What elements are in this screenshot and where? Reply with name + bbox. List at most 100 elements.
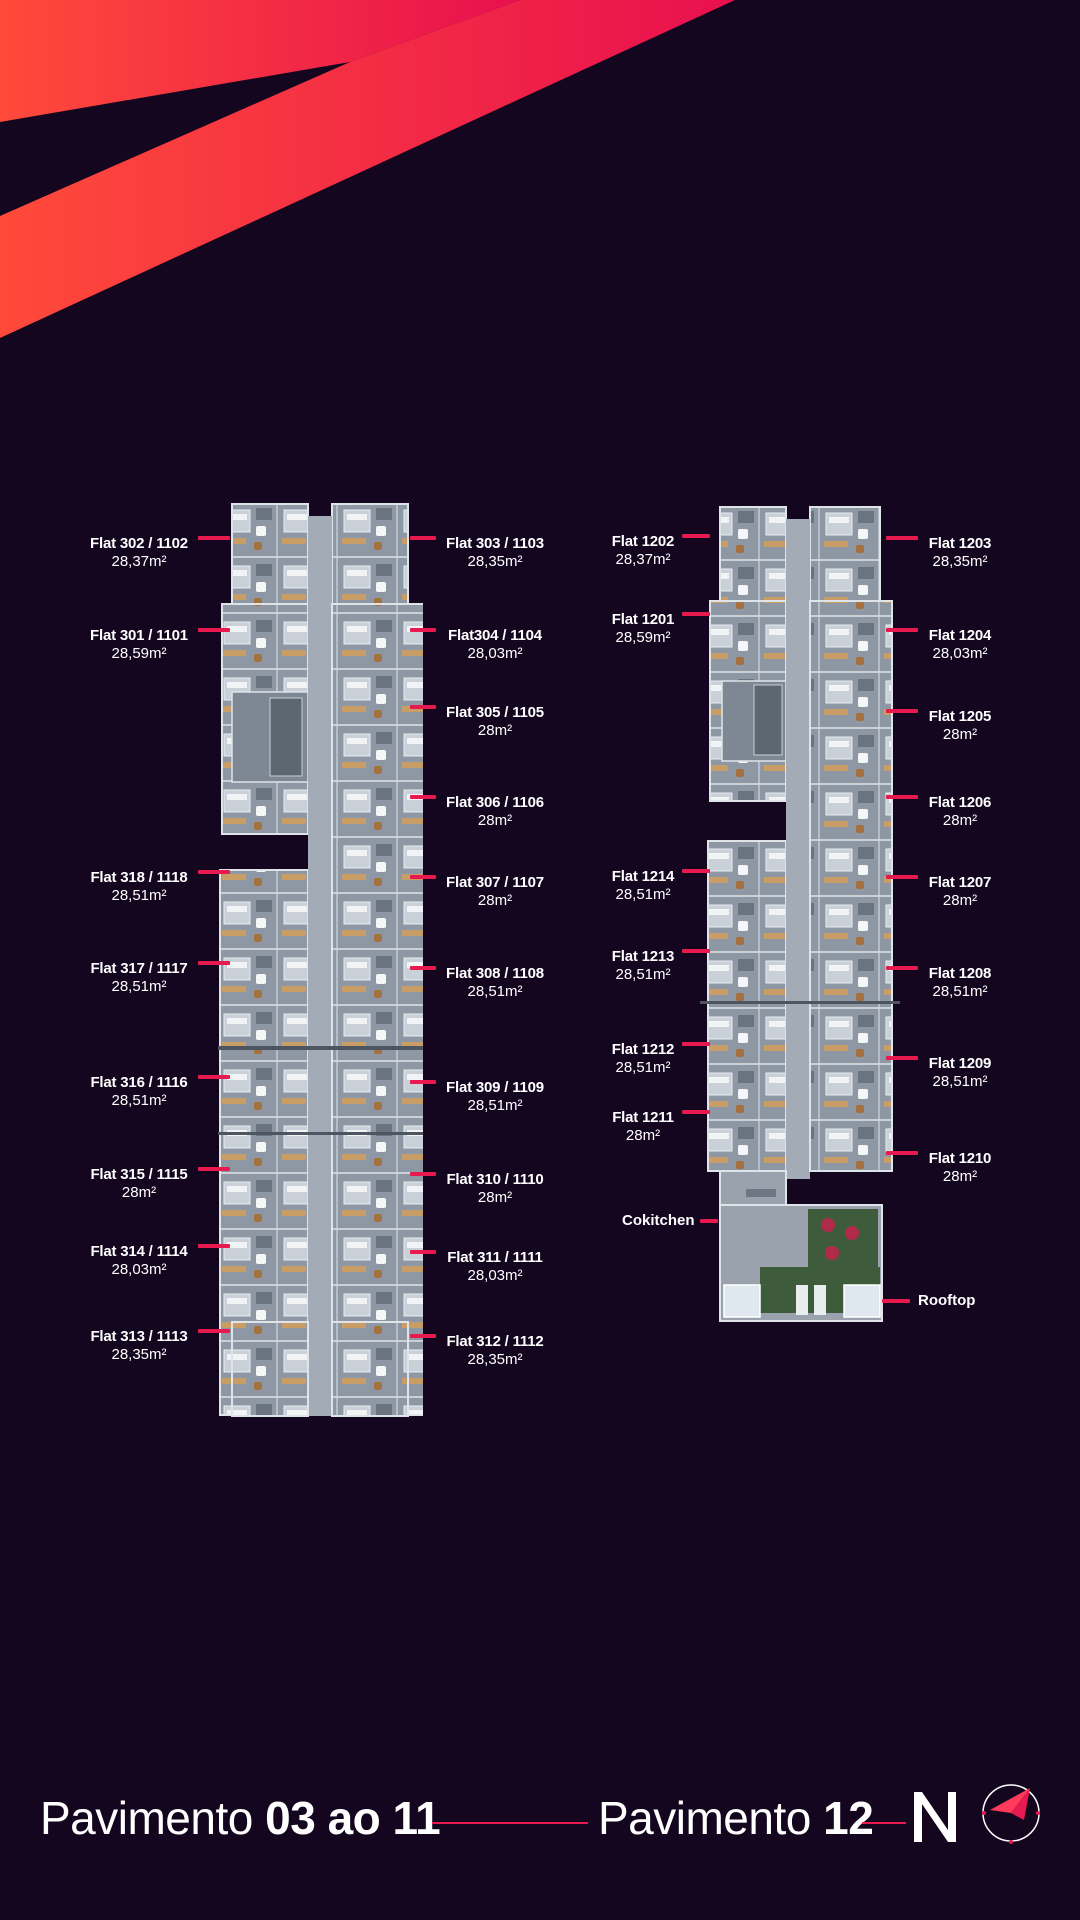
floor-plan-b xyxy=(700,505,900,1325)
flat-area: 28,03m² xyxy=(111,1261,167,1278)
floor-b-left-tick-4 xyxy=(682,1042,710,1046)
flat-area: 28,35m² xyxy=(111,1346,167,1363)
floor-a-left-tick-6 xyxy=(198,1244,230,1248)
flat-area: 28m² xyxy=(477,722,513,739)
flat-area: 28m² xyxy=(942,1168,978,1185)
floor-a-right-tick-7 xyxy=(410,1172,436,1176)
flat-name: Flat 1214 xyxy=(611,868,675,885)
flat-area: 28,03m² xyxy=(467,1267,523,1284)
footer-floor-b-number: 12 xyxy=(823,1792,874,1844)
flat-name: Flat 310 / 1110 xyxy=(446,1171,544,1188)
flat-name: Flat 1210 xyxy=(928,1150,992,1167)
banner-arrow-graphic xyxy=(0,0,735,338)
floor-b-left-tick-5 xyxy=(682,1110,710,1114)
flat-area: 28,35m² xyxy=(932,553,988,570)
flat-name: Flat 305 / 1105 xyxy=(446,704,544,721)
banner-arrow-upper xyxy=(0,0,520,122)
flat-area: 28,03m² xyxy=(932,645,988,662)
flat-area: 28,37m² xyxy=(111,553,167,570)
floor-a-right-tick-5 xyxy=(410,966,436,970)
flat-area: 28m² xyxy=(625,1127,661,1144)
flat-name: Flat 1206 xyxy=(928,794,992,811)
flat-area: 28m² xyxy=(942,726,978,743)
cokitchen-label: Cokitchen xyxy=(622,1212,695,1229)
flat-area: 28,35m² xyxy=(467,553,523,570)
footer-floor-b-prefix: Pavimento xyxy=(598,1792,824,1844)
flat-area: 28m² xyxy=(477,1189,513,1206)
flat-area: 28m² xyxy=(477,892,513,909)
flat-name: Flat 314 / 1114 xyxy=(90,1243,188,1260)
floor-plan-a xyxy=(218,502,423,1418)
floor-b-right-tick-0 xyxy=(886,536,918,540)
flat-name: Flat 302 / 1102 xyxy=(90,535,188,552)
flat-name: Flat 311 / 1111 xyxy=(447,1249,543,1266)
flat-area: 28,51m² xyxy=(111,1092,167,1109)
flat-name: Flat 313 / 1113 xyxy=(90,1328,188,1345)
flat-name: Flat 318 / 1118 xyxy=(90,869,188,886)
flat-name: Flat 315 / 1115 xyxy=(90,1166,188,1183)
n-logo-icon xyxy=(914,1792,956,1842)
flat-name: Flat304 / 1104 xyxy=(448,627,542,644)
floor-b-right-tick-1 xyxy=(886,628,918,632)
flat-name: Flat 1202 xyxy=(611,533,675,550)
floor-b-left-tick-0 xyxy=(682,534,710,538)
flat-area: 28m² xyxy=(942,812,978,829)
floor-a-left-tick-2 xyxy=(198,870,230,874)
floor-b-left-tick-3 xyxy=(682,949,710,953)
floor-a-right-tick-1 xyxy=(410,628,436,632)
floor-a-right-tick-9 xyxy=(410,1334,436,1338)
flat-name: Flat 1201 xyxy=(611,611,675,628)
floor-b-left-tick-2 xyxy=(682,869,710,873)
flat-area: 28,51m² xyxy=(615,966,671,983)
floor-b-left-tick-1 xyxy=(682,612,710,616)
compass-north-icon xyxy=(982,1784,1040,1844)
floor-a-right-tick-2 xyxy=(410,705,436,709)
flat-area: 28,59m² xyxy=(111,645,167,662)
flat-area: 28m² xyxy=(121,1184,157,1201)
floor-a-right-tick-0 xyxy=(410,536,436,540)
floor-a-right-tick-3 xyxy=(410,795,436,799)
flat-name: Flat 1212 xyxy=(611,1041,675,1058)
floor-b-right-tick-2 xyxy=(886,709,918,713)
flat-area: 28,51m² xyxy=(467,983,523,1000)
flat-area: 28,51m² xyxy=(932,1073,988,1090)
rooftop-tick xyxy=(882,1299,910,1303)
floor-a-left-tick-0 xyxy=(198,536,230,540)
rooftop-label: Rooftop xyxy=(918,1292,976,1309)
floor-a-right-tick-8 xyxy=(410,1250,436,1254)
floor-a-left-tick-5 xyxy=(198,1167,230,1171)
flat-name: Flat 1205 xyxy=(928,708,992,725)
flat-name: Flat 1208 xyxy=(928,965,992,982)
flat-area: 28,59m² xyxy=(615,629,671,646)
floor-a-left-tick-4 xyxy=(198,1075,230,1079)
flat-name: Flat 309 / 1109 xyxy=(446,1079,544,1096)
flat-area: 28,51m² xyxy=(111,978,167,995)
floor-b-right-tick-3 xyxy=(886,795,918,799)
flat-name: Flat 308 / 1108 xyxy=(446,965,544,982)
flat-name: Flat 303 / 1103 xyxy=(446,535,544,552)
footer-title-floor-a: Pavimento 03 ao 11 xyxy=(40,1792,441,1844)
flat-area: 28m² xyxy=(942,892,978,909)
floor-b-right-tick-5 xyxy=(886,966,918,970)
floor-a-right-tick-6 xyxy=(410,1080,436,1084)
flat-name: Flat 1203 xyxy=(928,535,992,552)
flat-area: 28,51m² xyxy=(615,886,671,903)
